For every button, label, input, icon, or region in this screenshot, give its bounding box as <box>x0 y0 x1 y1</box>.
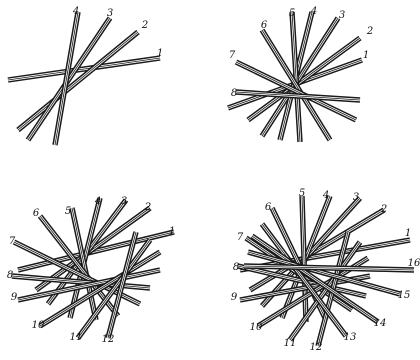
strip-label: 10 <box>250 322 263 333</box>
strip-label: 2 <box>366 26 373 37</box>
strip-label: 12 <box>102 334 115 345</box>
strip-label: 11 <box>70 332 83 343</box>
strip-label: 4 <box>310 6 317 17</box>
strip-label: 6 <box>261 20 268 31</box>
strip-label: 4 <box>94 196 101 207</box>
panel-stage-1: 1 2 3 4 <box>8 6 163 145</box>
strip-label: 3 <box>121 196 127 207</box>
strip-label: 5 <box>289 8 295 19</box>
strip-label: 1 <box>157 48 163 59</box>
strip-label: 12 <box>310 342 323 353</box>
strip-label: 3 <box>339 10 345 21</box>
strip-label: 1 <box>405 228 411 239</box>
strip-label: 15 <box>398 290 411 301</box>
strip-centerline <box>18 32 138 130</box>
strip-label: 14 <box>374 318 387 329</box>
strip-label: 3 <box>353 192 359 203</box>
strip-label: 5 <box>65 206 71 217</box>
strip-4: 4 <box>55 6 79 145</box>
strip-label: 2 <box>141 20 148 31</box>
strip-label: 4 <box>72 6 79 17</box>
strip-label: 13 <box>344 332 357 343</box>
strip-label: 4 <box>322 190 329 201</box>
strip-label: 1 <box>169 226 175 237</box>
strip-label: 3 <box>107 8 113 19</box>
strip-label: 16 <box>408 258 420 269</box>
strip-centerline <box>55 12 78 145</box>
strip-label: 6 <box>33 208 40 219</box>
strip-label: 8 <box>233 262 239 273</box>
panel-stage-2: 1 2 3 4 5 6 7 8 <box>228 6 373 142</box>
strip-label: 8 <box>7 270 13 281</box>
strip-label: 9 <box>11 292 18 303</box>
strip-label: 2 <box>380 204 387 215</box>
strip-label: 5 <box>299 188 305 199</box>
strip-label: 7 <box>237 232 244 243</box>
strip-label: 1 <box>363 50 369 61</box>
strip-label: 9 <box>231 292 238 303</box>
strip-label: 6 <box>265 202 272 213</box>
strip-label: 7 <box>9 236 16 247</box>
strip-label: 11 <box>284 338 297 349</box>
strip-label: 8 <box>231 88 237 99</box>
strip-label: 7 <box>229 50 236 61</box>
strip-label: 10 <box>32 320 45 331</box>
strip-label: 2 <box>144 202 151 213</box>
